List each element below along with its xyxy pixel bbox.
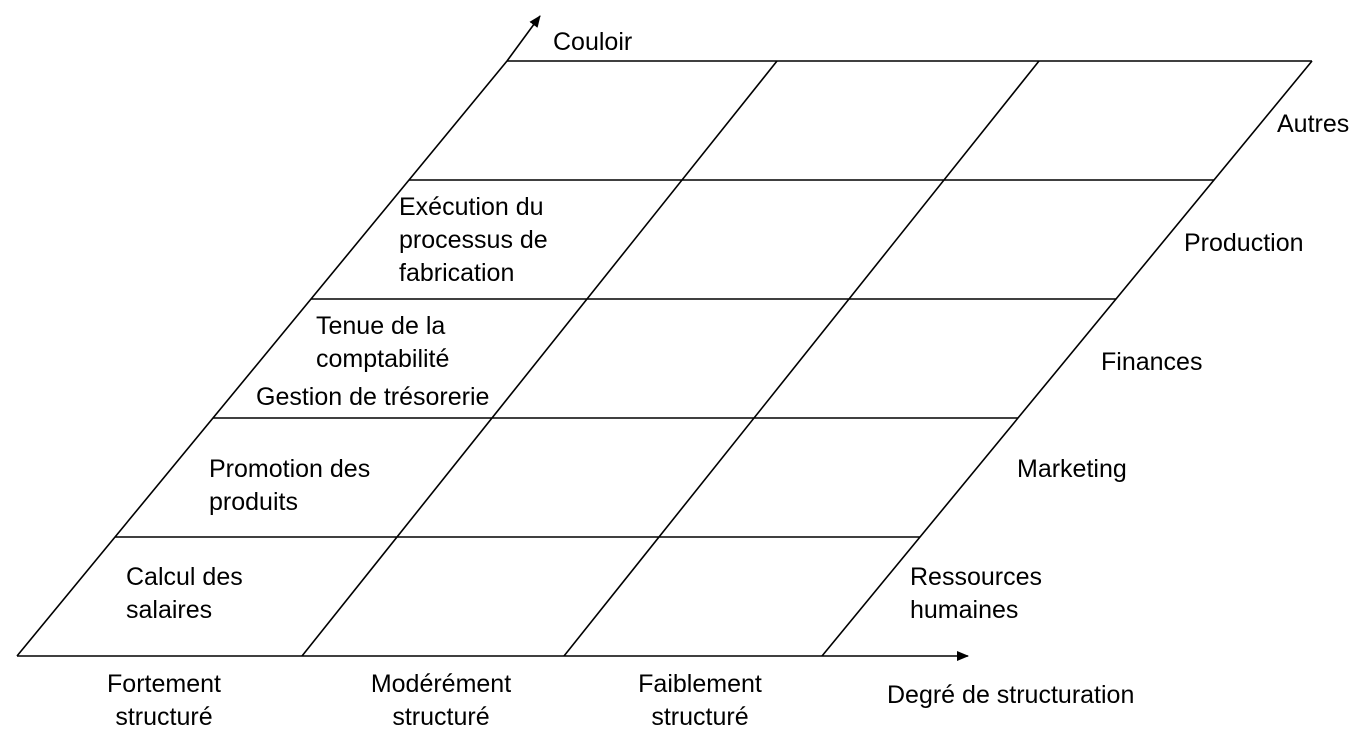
row-label-marketing: Marketing <box>1017 455 1127 483</box>
cell-treasury: Gestion de trésorerie <box>256 383 489 411</box>
column-label-weak: Faiblement <box>638 670 762 698</box>
row-label-other: Autres <box>1277 110 1349 138</box>
cell-payroll: Calcul des <box>126 563 243 591</box>
column-label-moderate: Modérément <box>371 670 511 698</box>
cell-product-promotion: produits <box>209 488 298 516</box>
column-label-strong: Fortement <box>107 670 221 698</box>
column-label-weak: structuré <box>651 703 748 731</box>
grid-right-edge <box>821 60 1313 657</box>
depth-axis-label: Couloir <box>553 28 632 56</box>
grid-column-line-1 <box>301 60 778 657</box>
horizontal-axis-label: Degré de structuration <box>887 681 1134 709</box>
depth-axis-arrow <box>506 15 541 62</box>
cell-manufacturing: Exécution du <box>399 193 544 221</box>
row-label-hr: Ressources <box>910 563 1042 591</box>
row-label-hr: humaines <box>910 596 1018 624</box>
cell-accounting: comptabilité <box>316 345 449 373</box>
grid-column-line-2 <box>563 60 1040 657</box>
column-label-strong: structuré <box>115 703 212 731</box>
cell-payroll: salaires <box>126 596 212 624</box>
cell-product-promotion: Promotion des <box>209 455 370 483</box>
column-label-moderate: structuré <box>392 703 489 731</box>
cell-accounting: Tenue de la <box>316 312 445 340</box>
row-label-production: Production <box>1184 229 1304 257</box>
cell-manufacturing: processus de <box>399 226 548 254</box>
cell-manufacturing: fabrication <box>399 259 514 287</box>
grid-left-edge <box>16 60 508 657</box>
row-label-finances: Finances <box>1101 348 1202 376</box>
